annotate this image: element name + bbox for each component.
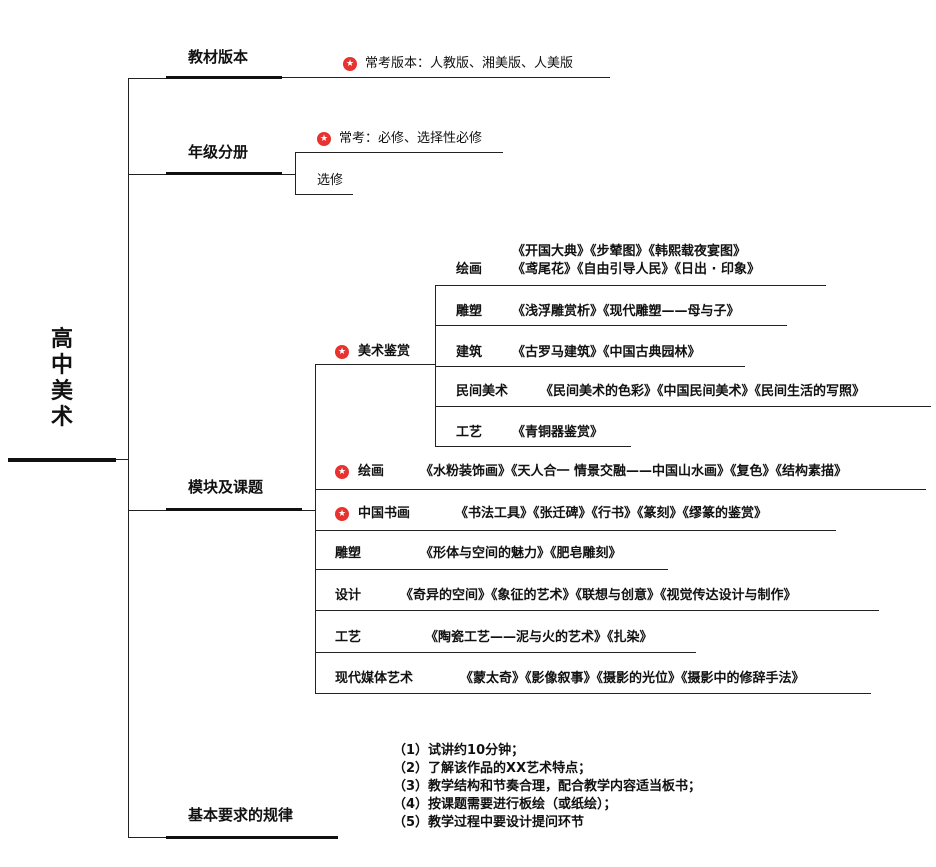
branch-modules-label: 模块及课题	[188, 478, 264, 496]
appreciation-architecture-label: 建筑	[456, 345, 483, 360]
module-media-art-works: 《蒙太奇》《影像叙事》《摄影的光位》《摄影中的修辞手法》	[460, 671, 805, 686]
branch-volumes-vertical	[295, 152, 296, 195]
module-painting-line	[315, 489, 926, 490]
root-underline	[8, 458, 116, 462]
appreciation-painting-label: 绘画	[456, 262, 483, 277]
appreciation-label: 美术鉴赏	[358, 344, 411, 359]
requirement-item: （1）试讲约10分钟；	[393, 743, 525, 758]
module-craft-works: 《陶瓷工艺——泥与火的艺术》《扎染》	[425, 630, 653, 645]
appreciation-painting-works-1: 《开国大典》《步辇图》《韩熙载夜宴图》	[512, 244, 747, 259]
star-icon: ★	[343, 57, 357, 71]
module-design-label: 设计	[335, 588, 362, 603]
branch-requirements-label: 基本要求的规律	[188, 806, 294, 824]
module-craft-line	[315, 652, 696, 653]
module-calligraphy-line	[315, 530, 836, 531]
requirement-item: （3）教学结构和节奏合理，配合教学内容适当板书；	[393, 779, 702, 794]
branch-volumes-item-line	[295, 194, 353, 195]
module-painting-works: 《水粉装饰画》《天人合一 情景交融——中国山水画》《复色》《结构素描》	[420, 464, 848, 479]
volumes-elective: 选修	[317, 173, 344, 188]
star-icon: ★	[335, 345, 349, 359]
module-sculpture-label: 雕塑	[335, 546, 362, 561]
trunk-connector	[128, 510, 168, 511]
root-title-char: 美	[50, 379, 73, 404]
branch-textbook-item-line	[304, 77, 610, 78]
module-calligraphy-works: 《书法工具》《张迁碑》《行书》《篆刻》《缪篆的鉴赏》	[455, 506, 768, 521]
appreciation-craft-line	[435, 446, 631, 447]
textbook-edition: 常考版本：人教版、湘美版、人美版	[365, 56, 574, 71]
module-media-art-label: 现代媒体艺术	[335, 671, 414, 686]
root-connector	[116, 459, 129, 460]
appreciation-architecture-line	[435, 366, 745, 367]
module-design-line	[315, 610, 879, 611]
appreciation-painting-works-2: 《鸢尾花》《自由引导人民》《日出 · 印象》	[512, 262, 760, 277]
main-trunk	[128, 78, 129, 838]
appreciation-vertical	[435, 285, 436, 446]
appreciation-folk-art-works: 《民间美术的色彩》《中国民间美术》《民间生活的写照》	[540, 384, 866, 399]
appreciation-craft-works: 《青铜器鉴赏》	[512, 425, 604, 440]
module-painting-label: 绘画	[358, 464, 385, 479]
appreciation-folk-art-label: 民间美术	[456, 384, 509, 399]
appreciation-sculpture-label: 雕塑	[456, 304, 483, 319]
module-media-art-line	[315, 693, 871, 694]
module-calligraphy-label: 中国书画	[358, 506, 411, 521]
appreciation-painting-line	[435, 285, 826, 286]
trunk-connector	[128, 837, 168, 838]
appreciation-item-line	[315, 364, 436, 365]
module-sculpture-works: 《形体与空间的魅力》《肥皂雕刻》	[420, 546, 622, 561]
branch-modules-underline	[166, 508, 302, 511]
appreciation-craft-label: 工艺	[456, 425, 483, 440]
root-title-char: 术	[50, 405, 73, 430]
root-title: 高 中 美 术	[50, 327, 74, 431]
trunk-connector	[128, 78, 168, 79]
module-design-works: 《奇异的空间》《象征的艺术》《联想与创意》《视觉传达设计与制作》	[400, 588, 797, 603]
star-icon: ★	[335, 507, 349, 521]
branch-modules-vertical	[315, 364, 316, 694]
branch-modules-connector	[302, 510, 316, 511]
appreciation-folk-art-line	[435, 406, 931, 407]
branch-requirements-underline	[166, 836, 338, 839]
branch-textbook-connector	[282, 77, 304, 78]
trunk-connector	[128, 174, 168, 175]
module-sculpture-line	[315, 569, 668, 570]
volumes-compulsory: 常考：必修、选择性必修	[339, 131, 483, 146]
branch-textbook-underline	[166, 76, 282, 79]
requirement-item: （4）按课题需要进行板绘（或纸绘）；	[393, 797, 617, 812]
branch-textbook-label: 教材版本	[188, 48, 249, 66]
branch-volumes-underline	[166, 172, 282, 175]
root-title-char: 中	[50, 353, 73, 378]
module-craft-label: 工艺	[335, 630, 362, 645]
requirement-item: （2）了解该作品的XX艺术特点；	[393, 761, 592, 776]
appreciation-sculpture-works: 《浅浮雕赏析》《现代雕塑——母与子》	[512, 304, 740, 319]
appreciation-sculpture-line	[435, 325, 787, 326]
star-icon: ★	[335, 465, 349, 479]
branch-volumes-label: 年级分册	[188, 143, 249, 161]
requirement-item: （5）教学过程中要设计提问环节	[393, 815, 585, 830]
branch-volumes-connector	[282, 174, 295, 175]
branch-volumes-item-line	[295, 152, 503, 153]
star-icon: ★	[317, 132, 331, 146]
root-title-char: 高	[50, 327, 73, 352]
appreciation-architecture-works: 《古罗马建筑》《中国古典园林》	[512, 345, 701, 360]
